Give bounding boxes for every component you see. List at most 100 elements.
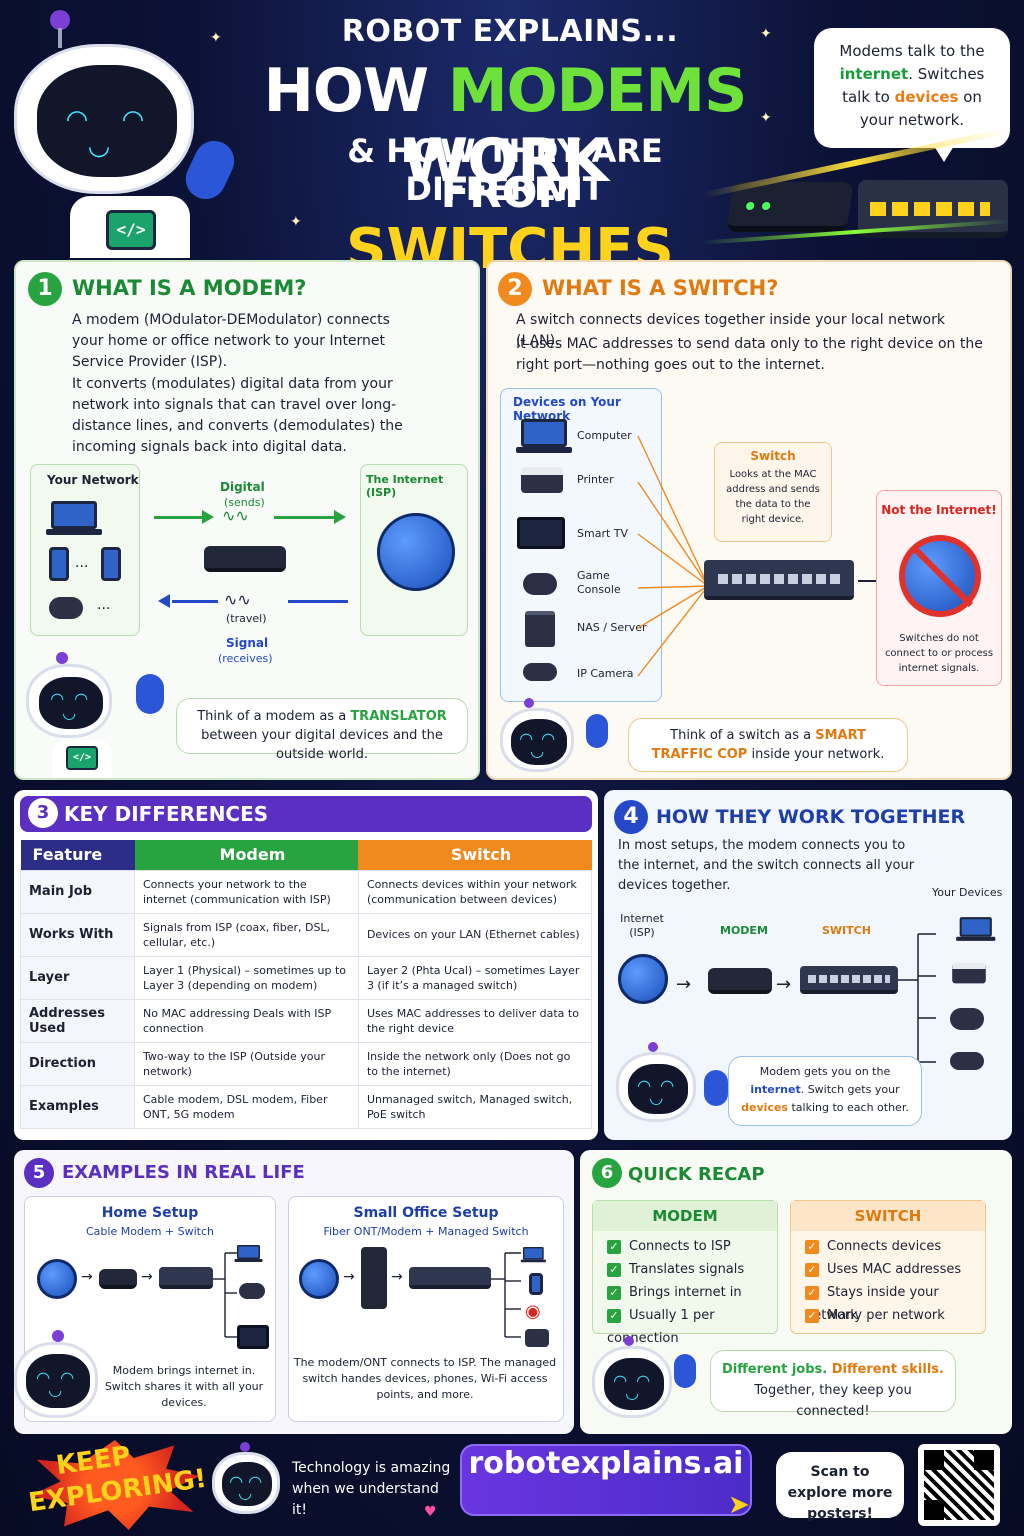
tip-highlight: devices bbox=[741, 1101, 788, 1114]
recap-item-label: Many per network bbox=[827, 1308, 945, 1323]
section-what-is-modem: 1 WHAT IS A MODEM? A modem (MOdulator-DE… bbox=[14, 260, 480, 780]
tip-text: . Switch gets your bbox=[800, 1083, 900, 1096]
signal-label: Signal bbox=[226, 636, 269, 650]
robot-antenna-icon bbox=[624, 1336, 634, 1346]
ip-camera-icon bbox=[523, 663, 557, 681]
table-header-row: Feature Modem Switch bbox=[20, 840, 592, 870]
table-cell: Examples bbox=[20, 1084, 135, 1129]
header-subtitle: & HOW THEY ARE DIFFERENT bbox=[347, 132, 663, 208]
laptop-icon bbox=[46, 501, 102, 535]
mini-robot-body: </> bbox=[52, 740, 112, 778]
modem-definition: A modem (MOdulator-DEModulator) connects… bbox=[72, 312, 390, 370]
robot-antenna-icon bbox=[240, 1442, 250, 1452]
column-header: Modem bbox=[134, 840, 359, 870]
modem-device-icon bbox=[708, 968, 772, 994]
device-branch-lines bbox=[213, 1252, 237, 1338]
arrow-right-icon: → bbox=[391, 1269, 403, 1285]
modem-label: MODEM bbox=[720, 924, 768, 937]
robot-antenna-icon bbox=[524, 698, 534, 708]
recap-item: ✓Brings internet in bbox=[593, 1281, 777, 1304]
sparkle-icon: ✦ bbox=[290, 214, 302, 230]
recap-item-label: Connects devices bbox=[827, 1239, 942, 1254]
arrow-right-icon: → bbox=[141, 1269, 153, 1285]
switch-recap-card: SWITCH ✓Connects devices ✓Uses MAC addre… bbox=[790, 1200, 986, 1334]
arrow-right-icon: → bbox=[776, 974, 792, 995]
mini-robot: ◠◠◡ bbox=[592, 1346, 672, 1418]
section-number-badge: 2 bbox=[498, 272, 532, 306]
tip-text: between your digital devices and the out… bbox=[201, 728, 443, 762]
switch-mac-text: It uses MAC addresses to send data only … bbox=[516, 336, 983, 373]
robot-thumbs-up-icon bbox=[704, 1070, 728, 1106]
section-number-badge: 1 bbox=[28, 272, 62, 306]
not-internet-box: Not the Internet! Switches do not connec… bbox=[876, 490, 1002, 686]
device-branch-lines bbox=[898, 933, 936, 1063]
travel-label: (travel) bbox=[226, 612, 267, 625]
modem-conversion-text: It converts (modulates) digital data fro… bbox=[72, 376, 403, 455]
phone-icon bbox=[529, 1273, 543, 1295]
work-together-tip-bubble: Modem gets you on the internet. Switch g… bbox=[728, 1056, 922, 1126]
check-icon: ✓ bbox=[607, 1263, 621, 1277]
tip-text: talking to each other. bbox=[787, 1101, 909, 1114]
globe-icon bbox=[618, 954, 668, 1004]
section-how-they-work-together: 4 HOW THEY WORK TOGETHER In most setups,… bbox=[604, 790, 1012, 1140]
recap-item: ✓Stays inside your network bbox=[791, 1281, 985, 1323]
speech-highlight: internet bbox=[839, 65, 909, 83]
device-label: NAS / Server bbox=[577, 621, 647, 634]
arrow-right-icon bbox=[274, 516, 336, 519]
robot-antenna-icon bbox=[52, 1330, 64, 1342]
smart-tv-icon bbox=[517, 517, 565, 549]
connection-lines bbox=[637, 435, 709, 677]
your-devices-label: Your Devices bbox=[932, 886, 1003, 899]
website-link[interactable]: robotexplains.ai bbox=[460, 1444, 752, 1516]
header-robot-head: ◠ ◠ ◡ bbox=[14, 44, 194, 194]
office-setup-caption: The modem/ONT connects to ISP. The manag… bbox=[293, 1356, 557, 1401]
not-internet-title: Not the Internet! bbox=[881, 503, 997, 517]
recap-item: ✓Many per network bbox=[791, 1304, 985, 1327]
robot-antenna-icon bbox=[56, 652, 68, 664]
section-title: WHAT IS A SWITCH? bbox=[542, 276, 779, 300]
check-icon: ✓ bbox=[607, 1240, 621, 1254]
section-number-badge: 5 bbox=[24, 1158, 54, 1188]
robot-pointing-hand-icon bbox=[136, 674, 164, 714]
section-title: KEY DIFFERENCES bbox=[64, 802, 269, 826]
section-number-badge: 6 bbox=[592, 1158, 622, 1188]
printer-icon bbox=[952, 962, 986, 984]
fiber-ont-icon bbox=[361, 1247, 387, 1309]
tip-highlight: Different jobs. bbox=[722, 1362, 828, 1377]
not-internet-text: Switches do not connect to or process in… bbox=[884, 633, 994, 674]
camera-icon bbox=[950, 1052, 984, 1070]
header-robot-body: </> bbox=[70, 196, 190, 258]
table-cell: Unmanaged switch, Managed switch, PoE sw… bbox=[357, 1084, 593, 1129]
arrow-right-icon bbox=[858, 580, 878, 582]
qr-code-icon[interactable] bbox=[918, 1444, 1000, 1526]
tip-text: Think of a switch as a bbox=[670, 728, 816, 743]
gamepad-icon bbox=[49, 597, 83, 619]
home-setup-title: Home Setup bbox=[101, 1205, 199, 1221]
recap-item-label: Connects to ISP bbox=[629, 1239, 731, 1254]
tip-highlight: TRANSLATOR bbox=[350, 709, 447, 724]
title-part: HOW bbox=[263, 56, 448, 126]
switch-tip-bubble: Think of a switch as a SMART TRAFFIC COP… bbox=[628, 718, 908, 772]
modem-recap-card: MODEM ✓Connects to ISP ✓Translates signa… bbox=[592, 1200, 778, 1346]
switch-device-icon bbox=[800, 966, 898, 994]
robot-chest-screen: </> bbox=[106, 210, 156, 250]
switch-callout-text: Looks at the MAC address and sends the d… bbox=[726, 469, 820, 525]
table-cell: Connects devices within your network (co… bbox=[357, 869, 593, 914]
arrow-right-icon bbox=[154, 516, 204, 519]
devices-on-network-box: Devices on Your Network Computer Printer… bbox=[500, 388, 662, 702]
recap-tip-bubble: Different jobs. Different skills. Togeth… bbox=[710, 1350, 956, 1419]
switch-device-icon bbox=[159, 1267, 213, 1289]
modem-tip-bubble: Think of a modem as a TRANSLATOR between… bbox=[176, 698, 468, 762]
robot-pointing-hand-icon bbox=[586, 714, 608, 748]
desk-phone-icon bbox=[525, 1329, 549, 1347]
device-label: IP Camera bbox=[577, 667, 634, 680]
tip-highlight: Different skills. bbox=[827, 1362, 944, 1377]
check-icon: ✓ bbox=[805, 1263, 819, 1277]
table-cell: Direction bbox=[20, 1041, 135, 1086]
robot-antenna-icon bbox=[50, 10, 70, 30]
check-icon: ✓ bbox=[805, 1286, 819, 1300]
check-icon: ✓ bbox=[607, 1309, 621, 1323]
